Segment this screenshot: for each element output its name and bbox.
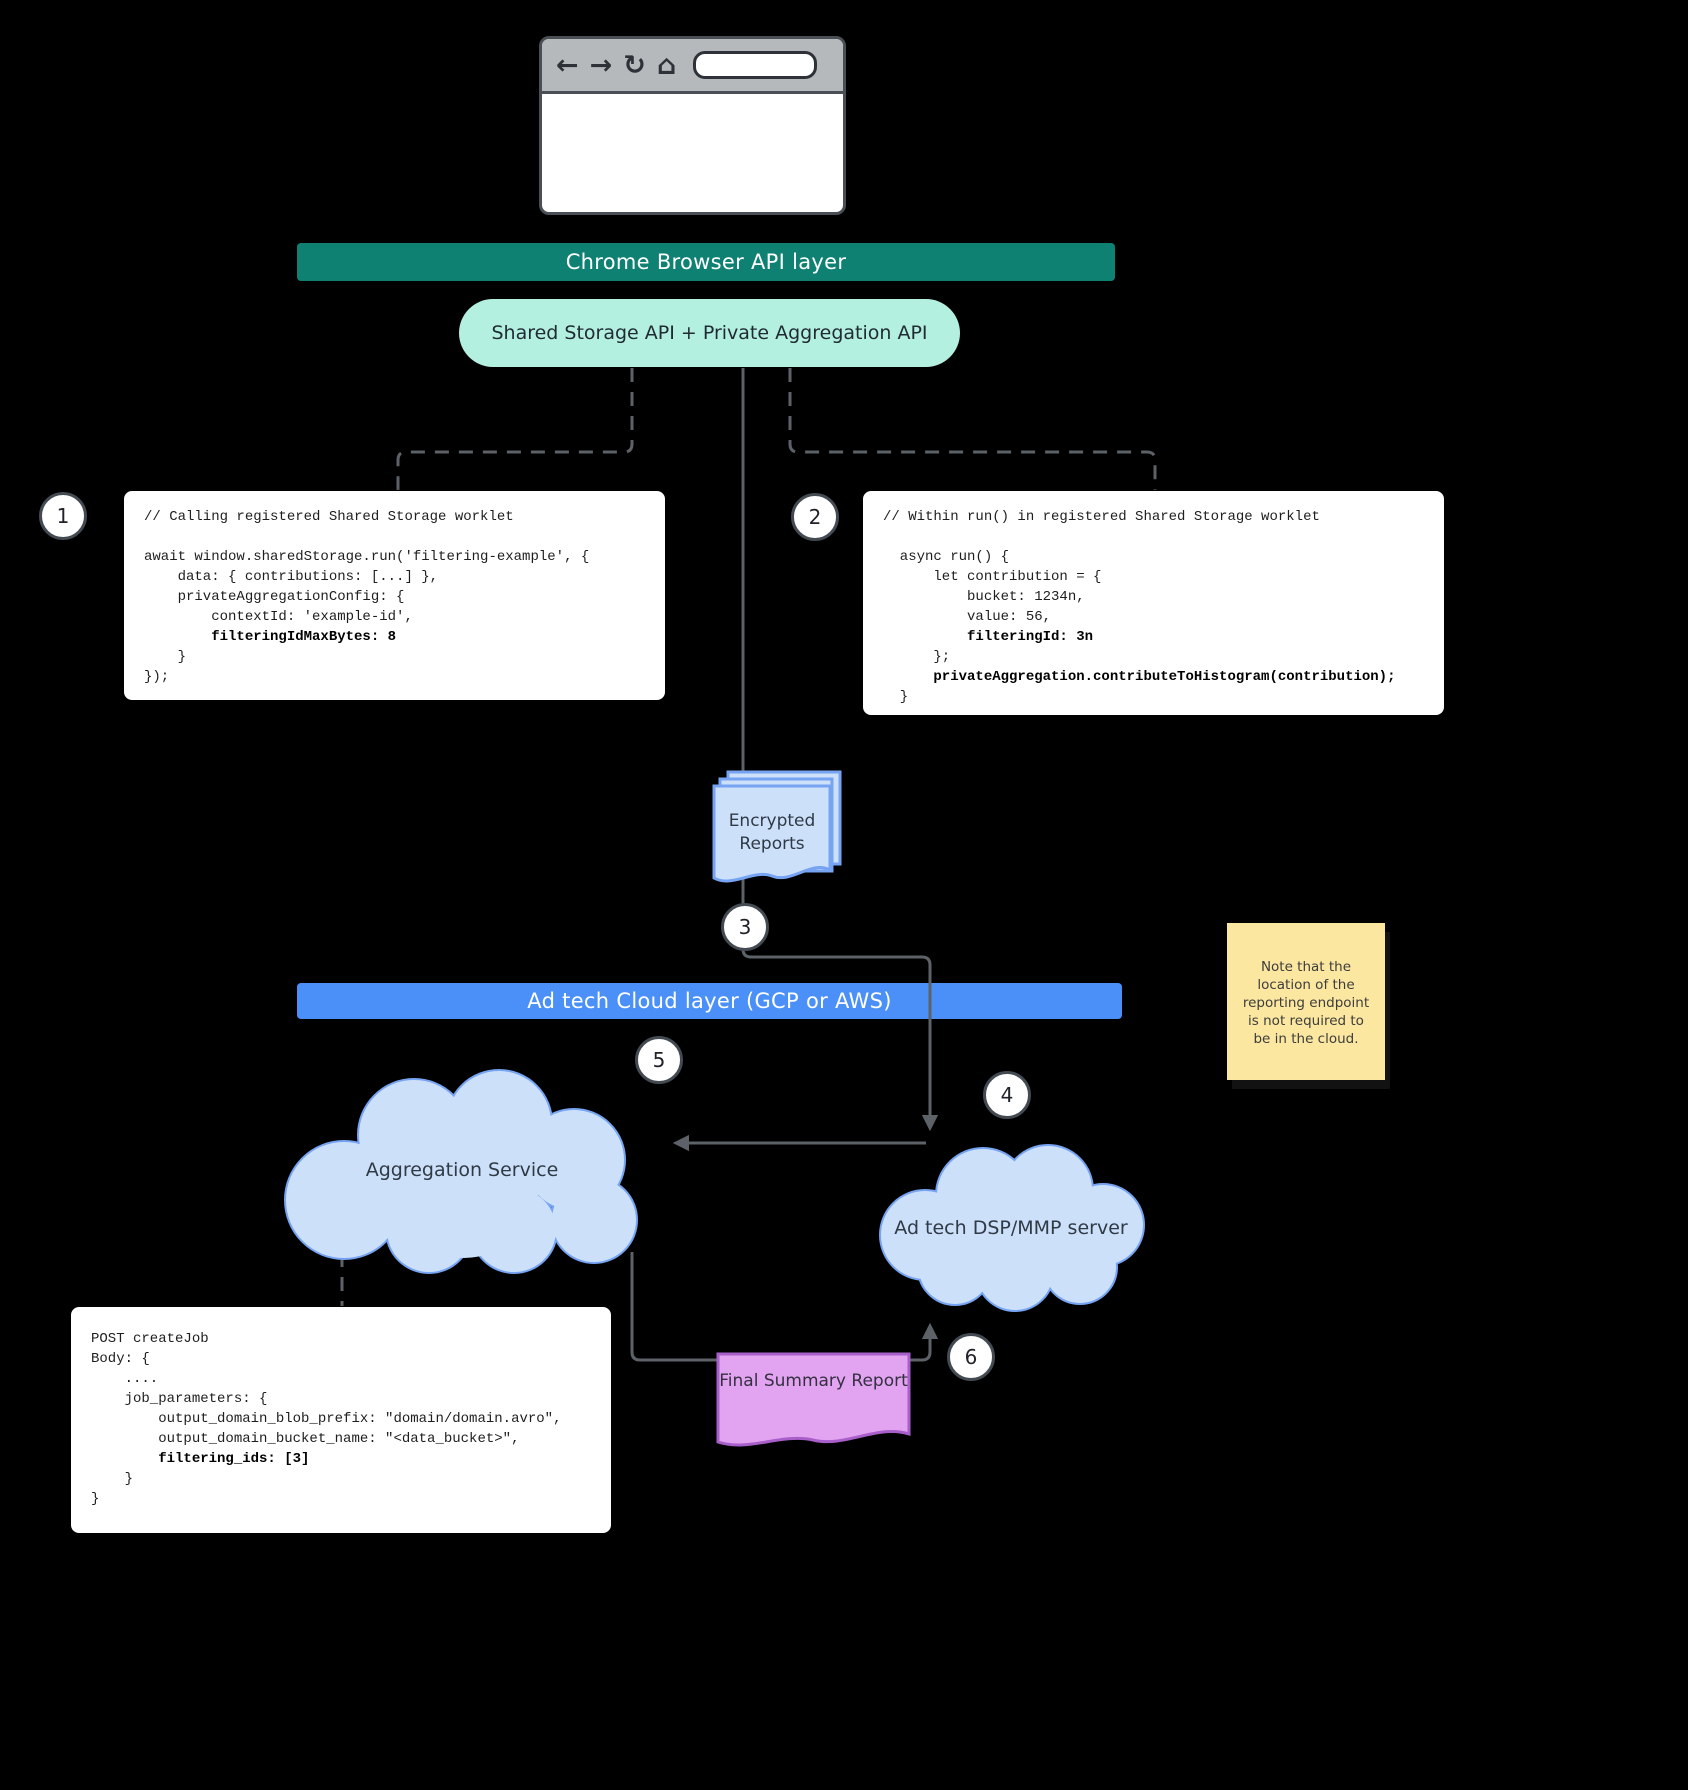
code-line: job_parameters: {	[91, 1391, 268, 1407]
encrypted-reports-doc: Encrypted Reports	[712, 770, 844, 896]
code-block-shared-storage-call: // Calling registered Shared Storage wor…	[124, 491, 665, 700]
code-line: await window.sharedStorage.run('filterin…	[144, 549, 590, 565]
code-line: }	[144, 649, 187, 665]
encrypted-reports-label: Encrypted Reports	[728, 811, 816, 854]
code-line	[144, 527, 645, 547]
step-number: 4	[1000, 1083, 1014, 1107]
code-line: });	[144, 669, 170, 685]
step-marker-5: 5	[635, 1036, 683, 1084]
code-line: contextId: 'example-id',	[144, 609, 413, 625]
cloud-icon	[284, 1069, 638, 1274]
code-line: output_domain_bucket_name: "<data_bucket…	[91, 1431, 520, 1447]
reporting-endpoint-note-text: Note that the location of the reporting …	[1242, 959, 1370, 1047]
code-line	[883, 527, 1424, 547]
aggregation-service-label: Aggregation Service	[365, 1159, 559, 1181]
code-line: output_domain_blob_prefix: "domain/domai…	[91, 1411, 562, 1427]
code-block-worklet-run: // Within run() in registered Shared Sto…	[863, 491, 1444, 715]
step-marker-4: 4	[983, 1071, 1031, 1119]
aggregation-service-cloud: Aggregation Service	[264, 1065, 660, 1275]
forward-icon: →	[589, 49, 613, 81]
step-number: 1	[56, 504, 70, 528]
dsp-server-cloud: Ad tech DSP/MMP server	[865, 1140, 1157, 1315]
step-marker-2: 2	[791, 493, 839, 541]
code-line: }	[883, 689, 909, 705]
step-marker-6: 6	[947, 1333, 995, 1381]
code-line: privateAggregationConfig: {	[144, 589, 405, 605]
back-icon: ←	[556, 49, 579, 81]
code-line-highlight: filteringIdMaxBytes: 8	[144, 629, 397, 645]
code-line-highlight: filtering_ids: [3]	[91, 1451, 310, 1467]
step-marker-3: 3	[721, 903, 769, 951]
browser-window: ← → ↻ ⌂	[539, 36, 846, 215]
code-line: let contribution = {	[883, 569, 1102, 585]
connector-dashed-to-code2	[788, 368, 1157, 490]
code-line: async run() {	[883, 549, 1010, 565]
document-icon	[712, 770, 842, 883]
step-number: 5	[652, 1048, 666, 1072]
code-line: // Calling registered Shared Storage wor…	[144, 509, 514, 525]
code-line: bucket: 1234n,	[883, 589, 1085, 605]
code-line: value: 56,	[883, 609, 1052, 625]
document-icon	[716, 1352, 911, 1447]
chrome-api-layer-banner: Chrome Browser API layer	[297, 243, 1115, 281]
home-icon: ⌂	[656, 49, 677, 81]
code-line: POST createJob	[91, 1331, 209, 1347]
code-line: ....	[91, 1371, 159, 1387]
reporting-endpoint-note: Note that the location of the reporting …	[1227, 923, 1385, 1080]
shared-storage-api-pill: Shared Storage API + Private Aggregation…	[459, 299, 960, 367]
code-line-highlight: privateAggregation.contributeToHistogram…	[883, 669, 1396, 685]
step-number: 2	[808, 505, 822, 529]
code-line: }	[91, 1491, 100, 1507]
reload-icon: ↻	[623, 49, 646, 81]
code-line-highlight: filteringId: 3n	[883, 629, 1094, 645]
cloud-icon	[879, 1144, 1145, 1312]
code-line: data: { contributions: [...] },	[144, 569, 439, 585]
step-marker-1: 1	[39, 492, 87, 540]
connector-dashed-to-code1	[396, 368, 634, 490]
code-line: // Within run() in registered Shared Sto…	[883, 509, 1320, 525]
cloud-layer-banner: Ad tech Cloud layer (GCP or AWS)	[297, 983, 1122, 1019]
step-number: 3	[738, 915, 752, 939]
code-block-create-job: POST createJob Body: { .... job_paramete…	[71, 1307, 611, 1533]
address-bar	[693, 51, 818, 79]
dsp-server-label: Ad tech DSP/MMP server	[894, 1217, 1128, 1239]
code-line: };	[883, 649, 951, 665]
step-number: 6	[964, 1345, 978, 1369]
code-line: Body: {	[91, 1351, 150, 1367]
code-line: }	[91, 1471, 134, 1487]
final-summary-report-doc: Final Summary Report	[716, 1352, 911, 1456]
chrome-api-layer-label: Chrome Browser API layer	[565, 250, 847, 274]
cloud-layer-label: Ad tech Cloud layer (GCP or AWS)	[527, 989, 892, 1013]
shared-storage-api-label: Shared Storage API + Private Aggregation…	[491, 322, 928, 344]
final-summary-report-label: Final Summary Report	[719, 1371, 908, 1391]
browser-toolbar: ← → ↻ ⌂	[542, 39, 843, 94]
